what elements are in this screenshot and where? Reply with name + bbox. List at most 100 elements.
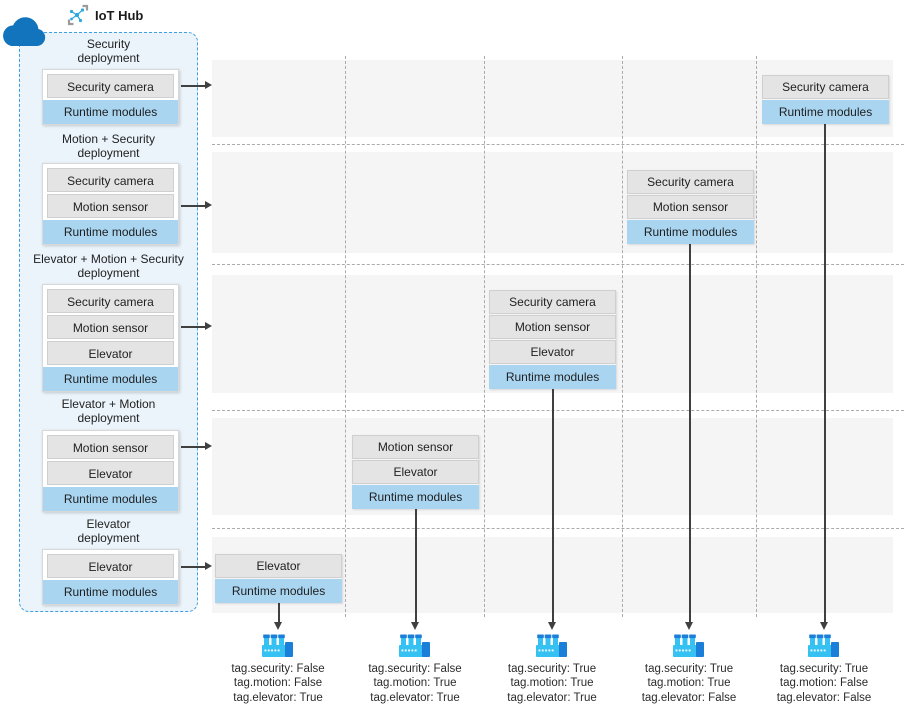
factory-device-icon — [808, 634, 839, 657]
module-box: Security camera — [47, 289, 174, 313]
down-arrowhead-icon — [820, 622, 828, 630]
module-box: Motion sensor — [489, 315, 616, 339]
deployment-arrow — [181, 205, 205, 207]
down-arrowhead-icon — [685, 622, 693, 630]
row-divider — [212, 144, 904, 145]
tag-line: tag.elevator: True — [507, 691, 597, 704]
row-divider — [212, 264, 904, 265]
tag-line: tag.elevator: False — [776, 691, 872, 704]
tag-line: tag.security: True — [507, 663, 597, 675]
deployment-name: Elevator + Motion + Security — [33, 252, 184, 266]
down-arrowhead-icon — [548, 622, 556, 630]
row-divider — [212, 528, 904, 529]
deployment-subtitle: deployment — [77, 145, 140, 160]
column-divider — [756, 56, 757, 617]
module-box: Elevator — [489, 340, 616, 364]
module-box: Elevator — [47, 461, 174, 485]
deployment-title-motion-security: Motion + Security deployment — [19, 132, 198, 160]
runtime-modules-box: Runtime modules — [627, 220, 754, 244]
module-box: Security camera — [47, 74, 174, 98]
module-box: Motion sensor — [47, 315, 174, 339]
factory-device-icon — [262, 634, 293, 657]
deployment-name: Elevator — [86, 517, 131, 531]
deployment-stack-motion-security: Security camera Motion sensor Runtime mo… — [42, 163, 179, 245]
deployment-subtitle: deployment — [77, 265, 140, 280]
device-tags-5: tag.security: True tag.motion: False tag… — [744, 662, 904, 705]
deployment-stack-elevator-motion-security: Security camera Motion sensor Elevator R… — [42, 284, 179, 392]
tag-line: tag.motion: False — [233, 677, 323, 690]
deployment-arrow — [181, 326, 205, 328]
deployment-subtitle: deployment — [77, 530, 140, 545]
deployment-arrowhead-icon — [205, 442, 212, 450]
device-tags-1: tag.security: False tag.motion: False ta… — [198, 662, 358, 705]
factory-device-icon — [536, 634, 567, 657]
tag-line: tag.motion: True — [373, 677, 457, 690]
runtime-modules-box: Runtime modules — [352, 485, 479, 509]
iot-hub-header: IoT Hub — [66, 2, 143, 28]
factory-device-icon — [399, 634, 430, 657]
module-box: Elevator — [352, 460, 479, 484]
device-line — [824, 124, 826, 622]
device-stack-2: Motion sensor Elevator Runtime modules — [352, 435, 479, 509]
tag-line: tag.motion: False — [779, 677, 869, 690]
runtime-modules-box: Runtime modules — [43, 487, 178, 511]
module-box: Elevator — [47, 341, 174, 365]
tag-line: tag.security: False — [368, 663, 462, 675]
down-arrowhead-icon — [274, 622, 282, 630]
deployment-title-elevator-motion: Elevator + Motion deployment — [19, 397, 198, 425]
deployment-name: Elevator + Motion — [61, 397, 156, 411]
device-tags-4: tag.security: True tag.motion: True tag.… — [609, 662, 769, 705]
down-arrowhead-icon — [411, 622, 419, 630]
module-box: Motion sensor — [352, 435, 479, 459]
module-box: Security camera — [627, 170, 754, 194]
device-line — [278, 603, 280, 622]
runtime-modules-box: Runtime modules — [43, 100, 178, 124]
module-box: Elevator — [215, 554, 342, 578]
cloud-icon — [3, 17, 46, 46]
deployment-title-elevator-motion-security: Elevator + Motion + Security deployment — [19, 252, 198, 280]
deployment-arrowhead-icon — [205, 322, 212, 330]
iot-hub-icon — [67, 4, 89, 26]
module-box: Motion sensor — [627, 195, 754, 219]
runtime-modules-box: Runtime modules — [762, 100, 889, 124]
deployment-arrowhead-icon — [205, 562, 212, 570]
deployment-name: Security — [86, 37, 131, 51]
tag-line: tag.motion: True — [510, 677, 594, 690]
runtime-modules-box: Runtime modules — [43, 367, 178, 391]
deployment-arrowhead-icon — [205, 81, 212, 89]
tag-line: tag.security: False — [231, 663, 325, 675]
tag-line: tag.elevator: False — [641, 691, 737, 704]
iot-hub-title: IoT Hub — [95, 7, 144, 23]
deployment-name: Motion + Security — [61, 132, 156, 146]
module-box: Security camera — [762, 75, 889, 99]
device-tags-2: tag.security: False tag.motion: True tag… — [335, 662, 495, 705]
runtime-modules-box: Runtime modules — [43, 580, 178, 604]
device-stack-3: Security camera Motion sensor Elevator R… — [489, 290, 616, 389]
device-line — [689, 244, 691, 622]
device-line — [415, 509, 417, 622]
device-line — [552, 389, 554, 622]
runtime-modules-box: Runtime modules — [489, 365, 616, 389]
runtime-modules-box: Runtime modules — [215, 579, 342, 603]
column-divider — [345, 56, 346, 617]
module-box: Security camera — [489, 290, 616, 314]
factory-device-icon — [673, 634, 704, 657]
tag-line: tag.security: True — [644, 663, 734, 675]
column-divider — [622, 56, 623, 617]
module-box: Motion sensor — [47, 435, 174, 459]
tag-line: tag.security: True — [779, 663, 869, 675]
deployment-row-band-2 — [212, 152, 893, 253]
deployment-arrow — [181, 85, 205, 87]
column-divider — [484, 56, 485, 617]
deployment-stack-elevator-motion: Motion sensor Elevator Runtime modules — [42, 430, 179, 512]
tag-line: tag.elevator: True — [370, 691, 460, 704]
device-stack-4: Security camera Motion sensor Runtime mo… — [627, 170, 754, 244]
deployment-arrow — [181, 566, 205, 568]
module-box: Elevator — [47, 554, 174, 578]
runtime-modules-box: Runtime modules — [43, 220, 178, 244]
module-box: Security camera — [47, 168, 174, 192]
row-divider — [212, 410, 904, 411]
deployment-title-security: Security deployment — [19, 37, 198, 65]
deployment-subtitle: deployment — [77, 410, 140, 425]
